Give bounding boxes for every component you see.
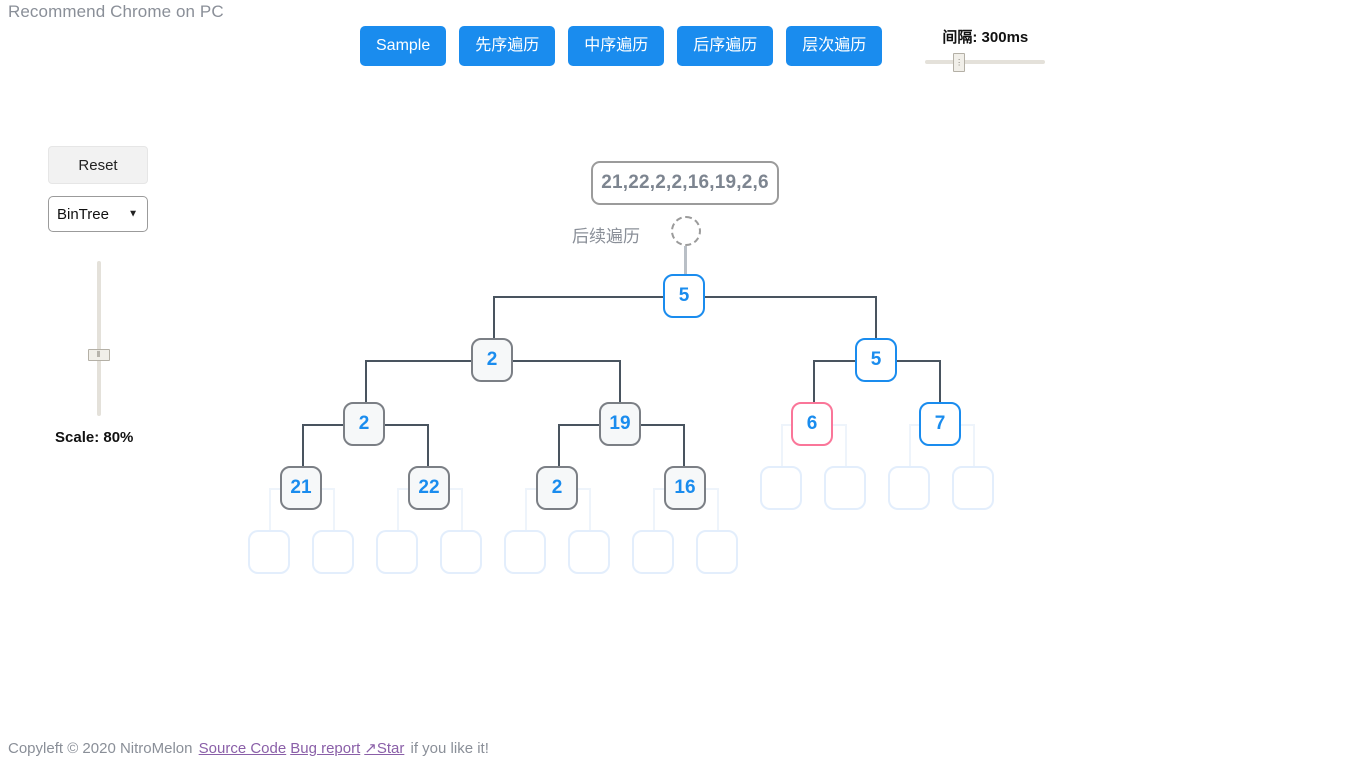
- tree-edge: [493, 296, 495, 340]
- traversal-output-placeholder-node: [671, 216, 701, 246]
- tree-node-empty[interactable]: [312, 530, 354, 574]
- tree-type-select[interactable]: BinTree ▼: [48, 196, 148, 232]
- tree-edge: [333, 488, 335, 532]
- preorder-button[interactable]: 先序遍历: [459, 26, 556, 66]
- tree-node[interactable]: 21: [280, 466, 322, 510]
- tree-edge: [269, 488, 271, 532]
- tree-edge: [365, 360, 473, 362]
- tree-edge: [781, 424, 783, 468]
- tree-edge: [365, 360, 367, 404]
- left-control-panel: Reset BinTree ▼ ⦀ Scale: 80%: [48, 146, 158, 446]
- tree-edge: [717, 488, 719, 532]
- footer-suffix: if you like it!: [410, 740, 489, 757]
- tree-edge: [397, 488, 399, 532]
- sequence-input[interactable]: [591, 161, 779, 205]
- tree-node[interactable]: 5: [663, 274, 705, 318]
- tree-node-empty[interactable]: [760, 466, 802, 510]
- interval-control: 间隔: 300ms ⋮: [925, 26, 1046, 72]
- toolbar-button-group: Sample 先序遍历中序遍历后序遍历层次遍历: [360, 26, 883, 66]
- tree-node-empty[interactable]: [568, 530, 610, 574]
- tree-edge: [589, 488, 591, 532]
- tree-edge: [875, 296, 877, 340]
- inorder-button[interactable]: 中序遍历: [568, 26, 665, 66]
- tree-edge: [321, 488, 333, 490]
- tree-node[interactable]: 19: [599, 402, 641, 446]
- tree-edge: [705, 488, 717, 490]
- tree-edge: [705, 296, 877, 298]
- tree-edge: [909, 424, 911, 468]
- tree-edge: [493, 296, 665, 298]
- tree-node-empty[interactable]: [888, 466, 930, 510]
- tree-edge: [845, 424, 847, 468]
- footer-copyleft: Copyleft © 2020 NitroMelon: [8, 740, 193, 757]
- scale-slider-track[interactable]: [97, 261, 101, 416]
- tree-edge: [813, 360, 877, 362]
- tree-edge: [653, 488, 655, 532]
- traversal-toolbar: Sample 先序遍历中序遍历后序遍历层次遍历 间隔: 300ms ⋮: [360, 26, 1046, 72]
- tree-node-empty[interactable]: [440, 530, 482, 574]
- tree-edge: [525, 488, 527, 532]
- tree-node[interactable]: 2: [471, 338, 513, 382]
- interval-slider-track[interactable]: [925, 60, 1046, 64]
- tree-edge: [558, 424, 560, 468]
- tree-node[interactable]: 5: [855, 338, 897, 382]
- tree-node-empty[interactable]: [696, 530, 738, 574]
- scale-label: Scale: 80%: [55, 429, 134, 446]
- traversal-status-label: 后续遍历: [572, 227, 640, 246]
- tree-edge: [577, 488, 589, 490]
- interval-label: 间隔: 300ms: [942, 29, 1029, 46]
- tree-edge: [461, 488, 463, 532]
- tree-edge: [558, 424, 622, 426]
- tree-edge: [684, 246, 687, 276]
- tree-node-empty[interactable]: [824, 466, 866, 510]
- tree-edge: [513, 360, 621, 362]
- tree-edge: [449, 488, 461, 490]
- tree-edge: [897, 360, 941, 362]
- tree-node-empty[interactable]: [952, 466, 994, 510]
- tree-node[interactable]: 7: [919, 402, 961, 446]
- tree-edge: [973, 424, 975, 468]
- tree-edge: [427, 424, 429, 468]
- levelorder-button[interactable]: 层次遍历: [786, 26, 883, 66]
- page-title: Recommend Chrome on PC: [8, 2, 224, 21]
- reset-button[interactable]: Reset: [48, 146, 148, 184]
- tree-edge: [302, 424, 366, 426]
- tree-node[interactable]: 22: [408, 466, 450, 510]
- tree-node[interactable]: 6: [791, 402, 833, 446]
- postorder-button[interactable]: 后序遍历: [677, 26, 774, 66]
- tree-edge: [619, 360, 621, 404]
- interval-slider[interactable]: ⋮: [925, 53, 1046, 72]
- tree-edge: [302, 424, 304, 468]
- tree-type-selected-label: BinTree: [57, 205, 109, 223]
- tree-node-empty[interactable]: [376, 530, 418, 574]
- source-code-link[interactable]: Source Code: [198, 740, 287, 757]
- tree-edge: [939, 360, 941, 404]
- bug-report-link[interactable]: Bug report: [290, 740, 361, 757]
- interval-slider-thumb[interactable]: ⋮: [953, 53, 966, 72]
- tree-edge: [961, 424, 973, 426]
- scale-slider[interactable]: ⦀: [88, 261, 110, 416]
- tree-node[interactable]: 2: [343, 402, 385, 446]
- tree-edge: [813, 360, 815, 404]
- tree-edge: [683, 424, 685, 468]
- chevron-down-icon: ▼: [128, 208, 138, 220]
- tree-edge: [385, 424, 429, 426]
- tree-node-empty[interactable]: [504, 530, 546, 574]
- star-link[interactable]: ↗Star: [364, 740, 405, 757]
- sample-button[interactable]: Sample: [360, 26, 447, 66]
- tree-node[interactable]: 2: [536, 466, 578, 510]
- tree-node-empty[interactable]: [632, 530, 674, 574]
- scale-slider-thumb[interactable]: ⦀: [88, 349, 110, 361]
- tree-edge: [833, 424, 845, 426]
- tree-edge: [641, 424, 685, 426]
- tree-node[interactable]: 16: [664, 466, 706, 510]
- tree-node-empty[interactable]: [248, 530, 290, 574]
